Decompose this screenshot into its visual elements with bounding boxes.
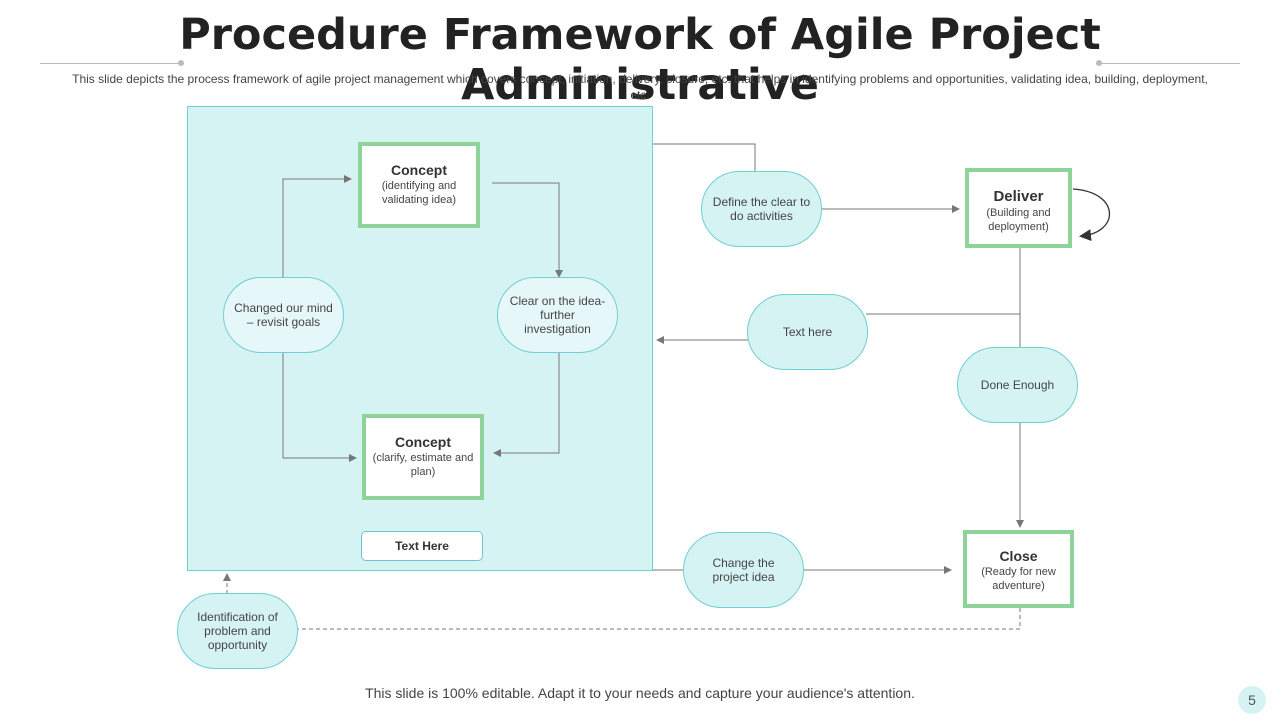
- concept-bottom-box: Concept (clarify, estimate and plan): [362, 414, 484, 500]
- concept-top-subtitle: (identifying and validating idea): [381, 180, 457, 206]
- title-divider-left-dot: [178, 60, 184, 66]
- define-clear-node: Define the clear to do activities: [701, 171, 822, 247]
- concept-bottom-subtitle: (clarify, estimate and plan): [372, 452, 474, 478]
- done-enough-node: Done Enough: [957, 347, 1078, 423]
- connector-concept-top-to-clear: [492, 182, 563, 278]
- deliver-self-loop: [1072, 188, 1111, 242]
- title-divider-right-dot: [1096, 60, 1102, 66]
- close-title: Close: [999, 548, 1038, 564]
- deliver-subtitle: (Building and deployment): [986, 207, 1051, 233]
- footer-note: This slide is 100% editable. Adapt it to…: [365, 685, 915, 701]
- changed-mind-node: Changed our mind – revisit goals: [223, 277, 344, 353]
- connector-panel-to-define: [653, 143, 756, 172]
- clear-idea-node: Clear on the idea-further investigation: [497, 277, 618, 353]
- close-subtitle: (Ready for new adventure): [981, 566, 1056, 592]
- identification-node: Identification of problem and opportunit…: [177, 593, 298, 669]
- page-subtitle: This slide depicts the process framework…: [72, 72, 1208, 102]
- connector-clear-to-concept-bottom: [493, 353, 560, 457]
- close-box: Close (Ready for new adventure): [963, 530, 1074, 608]
- connector-mind-to-concept-bottom: [282, 353, 357, 462]
- concept-bottom-title: Concept: [395, 434, 451, 450]
- text-here-node: Text here: [747, 294, 868, 370]
- text-here-button[interactable]: Text Here: [361, 531, 483, 561]
- concept-top-title: Concept: [391, 162, 447, 178]
- deliver-box: Deliver (Building and deployment): [965, 168, 1072, 248]
- concept-top-box: Concept (identifying and validating idea…: [358, 142, 480, 228]
- title-divider-right: [1100, 63, 1240, 64]
- title-divider-left: [40, 63, 180, 64]
- page-number: 5: [1238, 686, 1266, 714]
- change-idea-node: Change the project idea: [683, 532, 804, 608]
- page-title: Procedure Framework of Agile Project Adm…: [179, 10, 1101, 110]
- connector-close-to-identification: [298, 608, 1021, 630]
- deliver-title: Deliver: [993, 188, 1044, 205]
- connector-mind-to-concept-top: [282, 175, 352, 278]
